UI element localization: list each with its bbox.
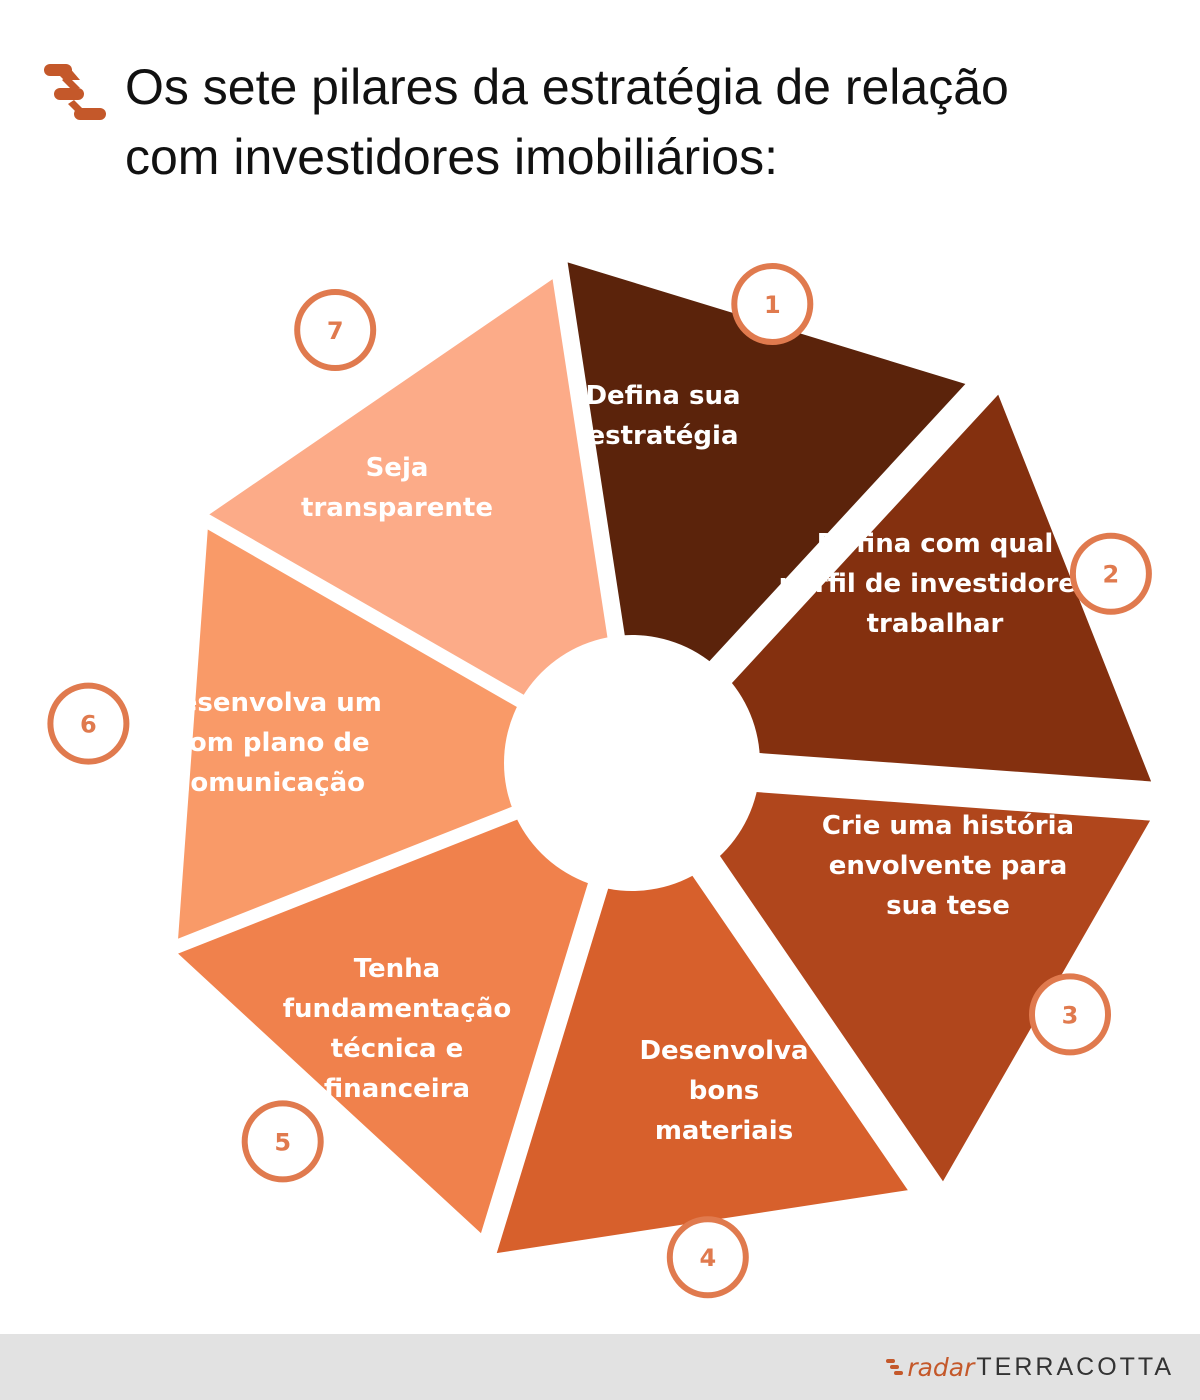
pillar-badge-1: 1 [731,263,814,345]
terracotta-logo-icon [44,64,106,120]
pillar-number-4: 4 [699,1244,716,1272]
wheel-segments [149,242,1174,1271]
pillar-label-line: Seja [366,453,429,483]
badge-circle [241,1100,324,1183]
brand-radar-text: radar [907,1352,975,1382]
pillar-label-1: Defina sua estratégia [585,381,740,451]
pillar-label-3: Crie uma história envolvente para sua tese [822,811,1074,921]
wheel-center-hole [504,635,760,891]
page-title: Os sete pilares da estratégia de relação… [125,52,1165,192]
pillar-number-7: 7 [327,317,344,345]
badge-circle [47,682,130,765]
pillar-label-line: técnica e [331,1034,464,1064]
pillar-label-line: perfil de investidores [779,569,1092,599]
pillar-label-line: materiais [655,1116,793,1146]
pillar-label-line: Desenvolva um [158,688,382,718]
brand-terracotta-text: TERRACOTTA [976,1352,1174,1381]
pillar-label-2: Defina com qual perfil de investidores tra… [779,529,1092,639]
pillar-label-line: estratégia [587,421,738,451]
pillar-label-line: trabalhar [867,609,1004,639]
pillar-label-line: bom plano de [170,728,369,758]
badge-circle [1029,973,1111,1056]
pillar-label-line: Defina sua [585,381,740,411]
wheel-badges: 1 2 3 4 5 6 7 [47,263,1152,1299]
pillar-badge-2: 2 [1069,532,1152,615]
pillar-segment-7 [183,255,644,780]
badge-circle [1069,532,1152,615]
badge-circle [731,263,814,345]
pillar-label-6: Desenvolva um bom plano de comunicação [158,688,382,798]
pillar-number-3: 3 [1062,1001,1079,1029]
pillar-label-line: sua tese [886,891,1010,921]
pillar-badge-3: 3 [1029,973,1111,1056]
page-title-line-2: com investidores imobiliários: [125,129,779,185]
page-title-line-1: Os sete pilares da estratégia de relação [125,59,1009,115]
pillar-label-line: Crie uma história [822,811,1074,841]
pillar-badge-5: 5 [241,1100,324,1183]
pillar-label-line: financeira [324,1074,470,1104]
pillar-badge-7: 7 [294,289,377,371]
pillar-label-line: Defina com qual [817,529,1054,559]
pillar-label-5: Tenha fundamentação técnica e financeira [283,954,512,1104]
badge-circle [666,1216,749,1299]
pillar-number-5: 5 [274,1128,291,1156]
pillar-number-6: 6 [80,711,97,739]
footer-brand-logo: radar TERRACOTTA [885,1350,1174,1384]
pillar-label-line: comunicação [175,768,365,798]
pillar-label-line: bons [689,1076,759,1106]
pillar-number-1: 1 [764,291,781,319]
pillar-label-line: envolvente para [829,851,1068,881]
pillar-label-line: Desenvolva [639,1036,808,1066]
pillar-number-2: 2 [1103,561,1120,589]
footer: radar TERRACOTTA [0,1334,1200,1400]
badge-circle [294,289,377,371]
pillar-label-line: Tenha [354,954,440,984]
pillar-label-4: Desenvolva bons materiais [639,1036,808,1146]
pillar-label-line: fundamentação [283,994,512,1024]
pillar-badge-6: 6 [47,682,130,765]
pillar-label-line: transparente [301,493,493,523]
pillar-label-7: Seja transparente [301,453,493,523]
brand-mark-icon [886,1359,904,1375]
pillar-badge-4: 4 [666,1216,749,1299]
